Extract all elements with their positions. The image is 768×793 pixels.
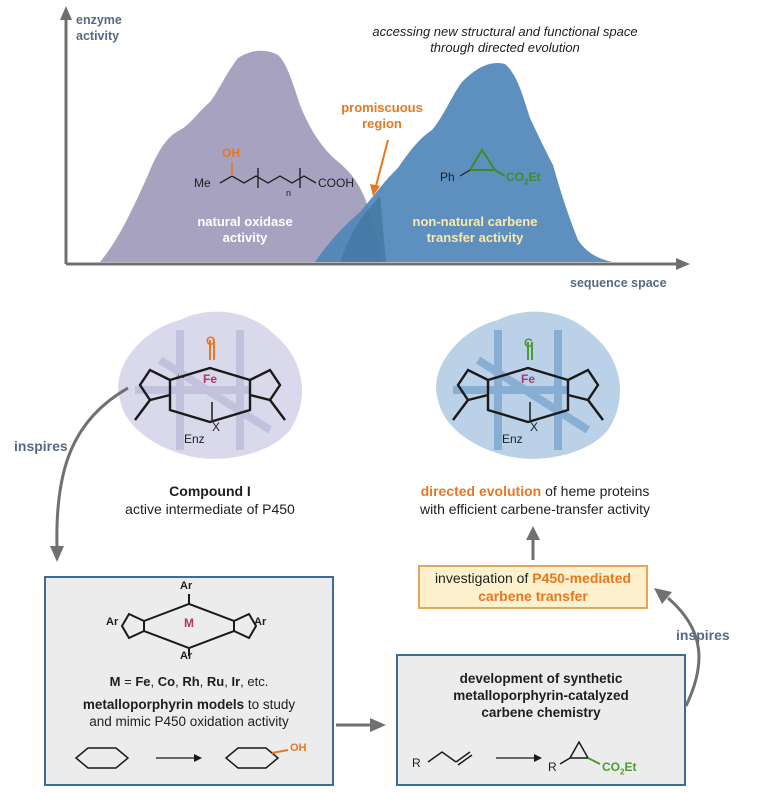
r-group-product-label: R xyxy=(548,760,557,774)
directed-evolution-caption: directed evolution of heme proteins with… xyxy=(419,483,651,517)
radical-cation-label: +• xyxy=(176,372,185,382)
cyclohexane-oxidation-scheme xyxy=(74,747,289,769)
inspires-label-right: inspires xyxy=(676,627,730,643)
iron-label-right: Fe xyxy=(521,372,536,386)
inspires-label-left: inspires xyxy=(14,438,68,454)
iron-label: Fe xyxy=(203,372,218,386)
enzyme-label: Enz xyxy=(184,432,205,446)
promiscuous-region-label: promiscuous region xyxy=(341,100,423,131)
natural-substrate-structure xyxy=(219,162,317,188)
metalloporphyrin-models-box: Ar Ar Ar Ar M MM = = Fe, Co, Rh, Ru, Ir,… xyxy=(44,576,334,786)
nonnatural-activity-label: non-natural carbene transfer activity xyxy=(412,214,538,245)
carbene-heme-structure xyxy=(436,311,620,459)
investigation-box: investigation of P450-mediated carbene t… xyxy=(418,565,648,609)
aryl-bottom-label: Ar xyxy=(180,650,193,662)
cyclopropane-product-structure xyxy=(459,148,506,177)
natural-oxidase-peak xyxy=(100,50,382,262)
metalloporphyrin-structure xyxy=(120,594,258,656)
x-axis-label: sequence space xyxy=(570,276,667,290)
synthetic-chemistry-title: development of synthetic metalloporphyri… xyxy=(453,671,629,720)
metal-list: MM = = Fe, Co, Rh, Ru, Ir, etc. xyxy=(109,674,269,689)
x-ligand-label-right: X xyxy=(530,420,539,434)
repeat-n-label: n xyxy=(286,188,292,198)
compound-i-caption: Compound I active intermediate of P450 xyxy=(125,483,295,517)
carbene-carbon-label: C xyxy=(524,336,533,350)
carboxylic-acid-label: COOH xyxy=(318,176,354,190)
ester-product-label: CO2Et xyxy=(602,760,637,777)
synthetic-carbene-chemistry-box: development of synthetic metalloporphyri… xyxy=(396,654,686,786)
phenyl-label: Ph xyxy=(440,170,455,184)
enzyme-label-right: Enz xyxy=(502,432,523,446)
oxo-label: O xyxy=(206,334,216,348)
carbene-transfer-peak xyxy=(315,62,612,263)
y-axis-label: enzyme activity xyxy=(76,13,122,43)
metal-label: M xyxy=(184,616,194,630)
methyl-label: Me xyxy=(194,176,211,190)
aryl-top-label: Ar xyxy=(180,580,193,592)
r-group-label: R xyxy=(412,756,421,770)
x-ligand-label: X xyxy=(212,420,221,434)
cyclopropanation-scheme xyxy=(427,740,601,766)
ester-label: CO2Et xyxy=(506,170,541,187)
hydroxyl-product-label: OH xyxy=(290,742,307,754)
chart-caption: accessing new structural and functional … xyxy=(372,24,638,55)
aryl-left-label: Ar xyxy=(106,616,119,628)
activity-landscape-plot xyxy=(60,6,690,270)
hydroxyl-label: OH xyxy=(222,146,240,160)
compound-i-structure xyxy=(118,311,302,459)
natural-activity-label: natural oxidase activity xyxy=(197,214,293,245)
aryl-right-label: Ar xyxy=(254,616,267,628)
models-description: metalloporphyrin models to study and mim… xyxy=(82,697,296,729)
